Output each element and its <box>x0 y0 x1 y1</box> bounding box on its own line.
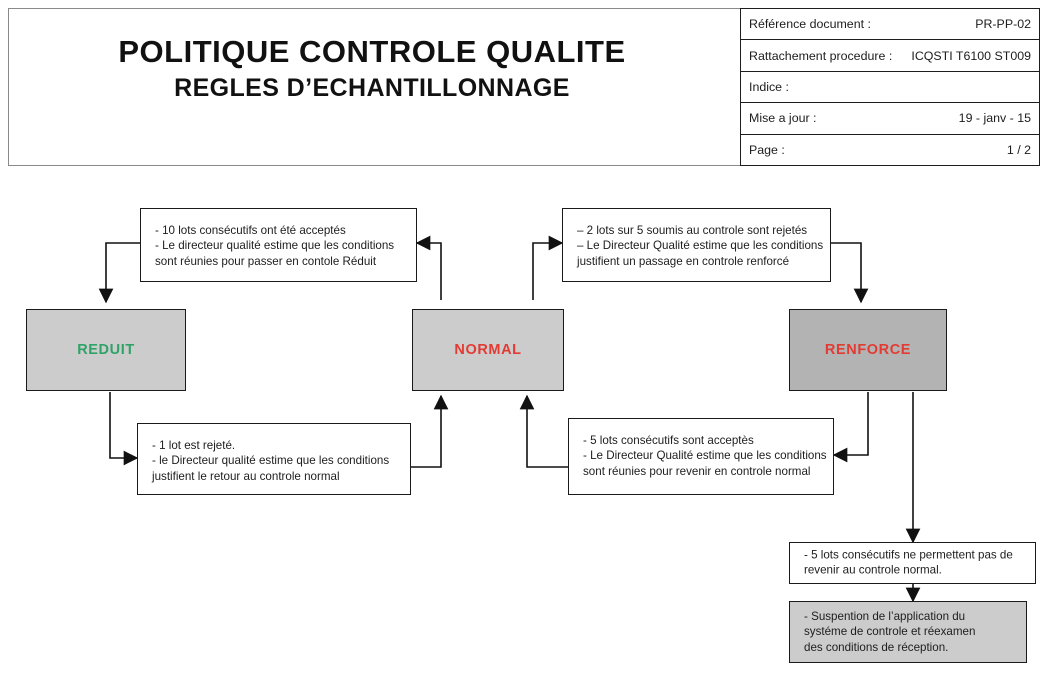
document-meta-table: Référence document : PR-PP-02 Rattacheme… <box>740 8 1040 166</box>
note-no-return: - 5 lots consécutifs ne permettent pas d… <box>789 542 1036 584</box>
note-reduit-to-normal: - 1 lot est rejeté. - le Directeur quali… <box>137 423 411 495</box>
meta-row-mise-a-jour: Mise a jour : 19 - janv - 15 <box>741 103 1039 135</box>
meta-row-rattachement: Rattachement procedure : ICQSTI T6100 ST… <box>741 40 1039 72</box>
note-to-reduit-text: - 10 lots consécutifs ont été acceptés -… <box>155 224 395 268</box>
title-block: POLITIQUE CONTROLE QUALITE REGLES D’ECHA… <box>8 8 736 166</box>
note-to-reduit: - 10 lots consécutifs ont été acceptés -… <box>140 208 417 282</box>
page-title: POLITIQUE CONTROLE QUALITE <box>118 34 626 69</box>
note-to-renforce: – 2 lots sur 5 soumis au controle sont r… <box>562 208 831 282</box>
state-box-renforce[interactable]: RENFORCE <box>789 309 947 391</box>
meta-row-indice: Indice : <box>741 72 1039 104</box>
meta-value-rattachement: ICQSTI T6100 ST009 <box>911 48 1031 63</box>
meta-value-mise-a-jour: 19 - janv - 15 <box>958 111 1031 126</box>
page-subtitle: REGLES D’ECHANTILLONNAGE <box>174 73 570 102</box>
meta-value-reference: PR-PP-02 <box>975 17 1031 32</box>
meta-row-page: Page : 1 / 2 <box>741 135 1039 165</box>
note-renforce-to-normal-text: - 5 lots consécutifs sont acceptès - Le … <box>583 434 827 478</box>
state-box-normal[interactable]: NORMAL <box>412 309 564 391</box>
meta-row-reference: Référence document : PR-PP-02 <box>741 9 1039 41</box>
note-renforce-to-normal: - 5 lots consécutifs sont acceptès - Le … <box>568 418 834 495</box>
meta-label-page: Page : <box>749 142 785 157</box>
meta-label-rattachement: Rattachement procedure : <box>749 48 893 63</box>
note-suspension-text: - Suspention de l’application du systéme… <box>804 610 976 654</box>
meta-value-page: 1 / 2 <box>1006 142 1031 157</box>
state-box-reduit[interactable]: REDUIT <box>26 309 186 391</box>
state-label-normal: NORMAL <box>454 342 522 358</box>
state-label-reduit: REDUIT <box>77 342 135 358</box>
state-label-renforce: RENFORCE <box>824 342 912 358</box>
meta-label-reference: Référence document : <box>749 17 871 32</box>
note-reduit-to-normal-text: - 1 lot est rejeté. - le Directeur quali… <box>152 439 390 483</box>
meta-label-indice: Indice : <box>749 80 789 95</box>
meta-label-mise-a-jour: Mise a jour : <box>749 111 817 126</box>
note-suspension: - Suspention de l’application du systéme… <box>789 601 1027 663</box>
note-no-return-text: - 5 lots consécutifs ne permettent pas d… <box>804 548 1013 577</box>
note-to-renforce-text: – 2 lots sur 5 soumis au controle sont r… <box>577 224 824 268</box>
